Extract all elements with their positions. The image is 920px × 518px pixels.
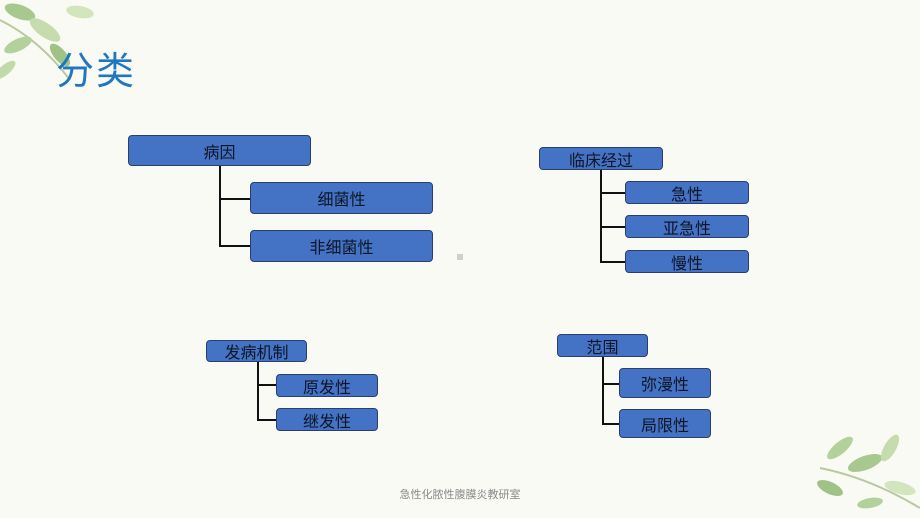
connector-line xyxy=(600,261,626,263)
node-etiology: 病因 xyxy=(128,135,311,166)
node-bacterial: 细菌性 xyxy=(250,182,433,214)
connector-line xyxy=(602,357,604,425)
leaf-branch-decoration-top-left xyxy=(0,3,94,81)
connector-line xyxy=(600,226,626,228)
leaf-branch-decoration-bottom-right xyxy=(817,434,920,509)
node-subacute: 亚急性 xyxy=(625,215,749,238)
node-clinical-course: 临床经过 xyxy=(539,147,663,170)
node-diffuse: 弥漫性 xyxy=(619,368,711,398)
slide-footer: 急性化脓性腹膜炎教研室 xyxy=(399,488,521,501)
node-non-bacterial: 非细菌性 xyxy=(250,230,433,262)
connector-line xyxy=(219,198,251,200)
connector-line xyxy=(257,384,277,386)
node-pathogenesis: 发病机制 xyxy=(206,340,307,362)
node-localized: 局限性 xyxy=(619,409,711,438)
connector-line xyxy=(257,362,259,421)
connector-line xyxy=(600,170,602,262)
connector-line xyxy=(600,192,626,194)
connector-line xyxy=(219,166,221,246)
connector-line xyxy=(602,383,620,385)
connector-line xyxy=(219,245,251,247)
placeholder-marker xyxy=(457,254,463,260)
node-primary: 原发性 xyxy=(276,374,378,397)
node-chronic: 慢性 xyxy=(625,250,749,273)
node-acute: 急性 xyxy=(625,181,749,204)
slide-title: 分类 xyxy=(56,49,137,93)
node-secondary: 继发性 xyxy=(276,408,378,431)
connector-line xyxy=(602,423,620,425)
node-scope: 范围 xyxy=(557,334,648,357)
connector-line xyxy=(257,419,277,421)
